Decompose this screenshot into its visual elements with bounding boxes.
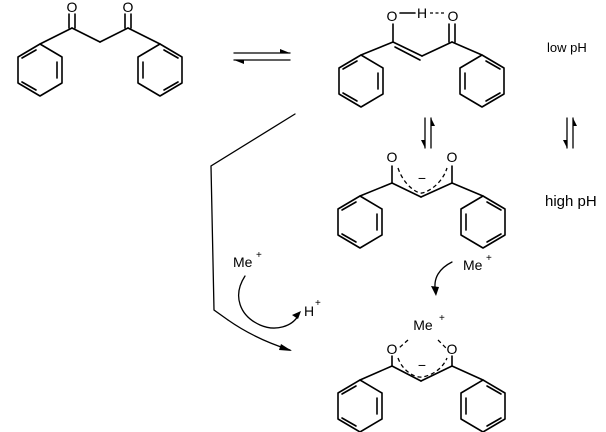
metal-addition-arrow: Me + <box>431 253 492 296</box>
benzene-ring-left <box>337 379 383 432</box>
oxygen-label: O <box>123 0 134 15</box>
hydrogen-label: H <box>417 5 427 21</box>
positive-charge: + <box>256 250 262 261</box>
diketo-tautomer: O O <box>17 0 183 97</box>
benzene-ring-right <box>459 54 505 108</box>
enolate-chain: O O − <box>359 149 484 198</box>
benzene-ring-left <box>17 43 63 97</box>
chelate-chain: O O − <box>359 341 484 382</box>
benzene-ring-right <box>137 43 183 97</box>
diketone-chain: O O <box>39 0 161 45</box>
oxygen-label: O <box>387 8 398 24</box>
benzene-ring-right <box>460 195 506 249</box>
direct-complexation-pathway: Me + H + <box>210 113 321 351</box>
metal-chelate-complex: Me + O O − <box>337 313 506 432</box>
low-ph-label: low pH <box>547 40 587 55</box>
benzene-ring-left <box>337 195 383 249</box>
enol-chain: O O H <box>360 5 483 61</box>
oxygen-label: O <box>447 149 458 165</box>
enol-tautomer: O O H <box>338 5 505 108</box>
oxygen-label: O <box>387 341 398 357</box>
enolate-anion: O O − <box>337 149 506 249</box>
positive-charge: + <box>315 298 321 309</box>
oxygen-label: O <box>447 341 458 357</box>
high-ph-label: high pH <box>545 193 597 210</box>
oxygen-label: O <box>67 0 78 15</box>
equilibrium-arrow-enol-enolate <box>421 117 435 149</box>
negative-charge: − <box>418 357 426 373</box>
metal-cation-label: Me <box>233 254 253 270</box>
metal-cation-label: Me <box>463 257 483 273</box>
positive-charge: + <box>486 253 492 264</box>
metal-center-label: Me <box>413 317 433 333</box>
equilibrium-arrow-keto-enol <box>233 49 291 64</box>
benzene-ring-right <box>460 379 506 432</box>
oxygen-label: O <box>387 149 398 165</box>
positive-charge: + <box>439 313 445 324</box>
oxygen-label: O <box>448 8 459 24</box>
negative-charge: − <box>418 170 426 186</box>
equilibrium-arrow-right <box>563 117 577 149</box>
benzene-ring-left <box>338 54 384 108</box>
proton-label: H <box>304 303 314 319</box>
